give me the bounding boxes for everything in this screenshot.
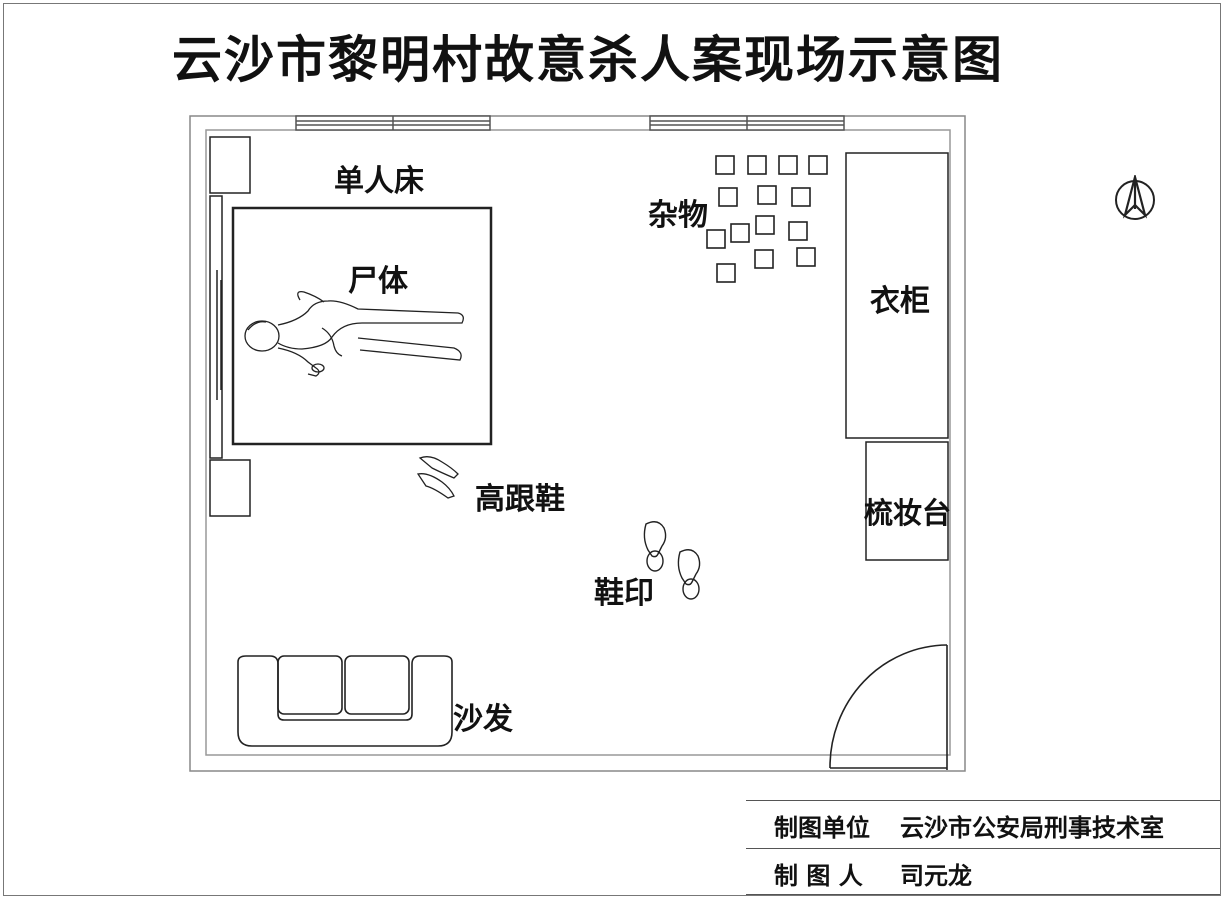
window-right: [649, 115, 845, 131]
label-bed: 单人床: [334, 164, 424, 199]
label-body: 尸体: [348, 264, 408, 299]
room-outer-wall: [189, 115, 966, 772]
info-block: 制图单位 云沙市公安局刑事技术室 制 图 人 司元龙: [746, 800, 1220, 896]
room-inner-wall: [205, 129, 951, 756]
page-frame: [3, 3, 1221, 896]
label-items: 杂物: [648, 198, 708, 233]
nightstand-top: [209, 136, 251, 194]
maker-value: 司元龙: [900, 862, 972, 890]
wardrobe: [845, 152, 949, 439]
footprints-icon: [643, 521, 701, 600]
sofa: [237, 655, 453, 747]
label-heels: 高跟鞋: [475, 482, 565, 517]
maker-label: 制 图 人: [774, 862, 863, 890]
dresser: [865, 441, 949, 561]
door: [829, 644, 948, 770]
label-footprints: 鞋印: [594, 576, 654, 611]
body-outline-icon: [244, 291, 464, 377]
diagram-title: 云沙市黎明村故意杀人案现场示意图: [172, 31, 1004, 89]
bed-headboard: [209, 195, 223, 459]
window-left: [295, 115, 491, 131]
label-sofa: 沙发: [453, 702, 513, 737]
nightstand-bottom: [209, 459, 251, 517]
high-heels-icon: [416, 456, 459, 499]
misc-items: [706, 155, 828, 283]
label-dresser: 梳妆台: [864, 496, 952, 530]
unit-value: 云沙市公安局刑事技术室: [900, 814, 1164, 842]
single-bed: [231, 206, 493, 446]
unit-label: 制图单位: [774, 814, 870, 842]
north-arrow-icon: [1115, 175, 1155, 220]
label-wardrobe: 衣柜: [870, 284, 930, 319]
